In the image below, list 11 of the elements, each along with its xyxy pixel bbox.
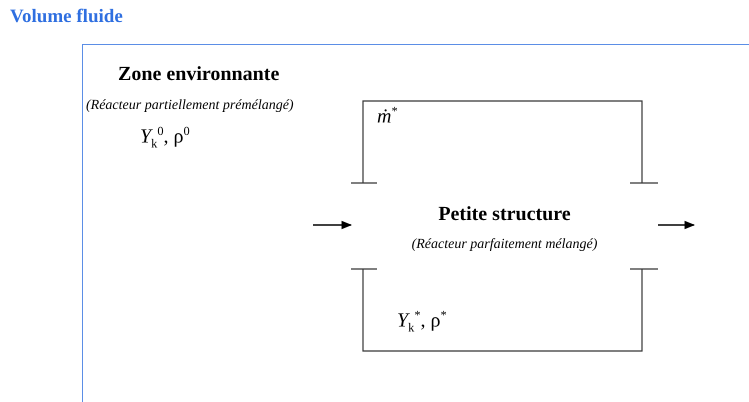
volume-title: Volume fluide <box>10 6 123 28</box>
arrow <box>658 220 696 230</box>
fine-structure-reactor <box>351 100 658 352</box>
arrow <box>313 220 352 230</box>
mass-flow-symbol: ṁ$^{*}$ <box>377 104 398 129</box>
state-symbol: Y$_{k}$$^{*}$, ρ$^{*}$ <box>397 308 447 336</box>
structure-title: Petite structure <box>437 203 572 226</box>
structure-subtitle: (Réacteur parfaitement mélangé) <box>410 237 598 253</box>
zone-state-symbol: Y$_{k}$$^{0}$, ρ$^{0}$ <box>140 124 190 152</box>
zone-title: Zone environnante <box>118 63 280 86</box>
zone-subtitle: (Réacteur partiellement prémélangé) <box>86 98 294 114</box>
